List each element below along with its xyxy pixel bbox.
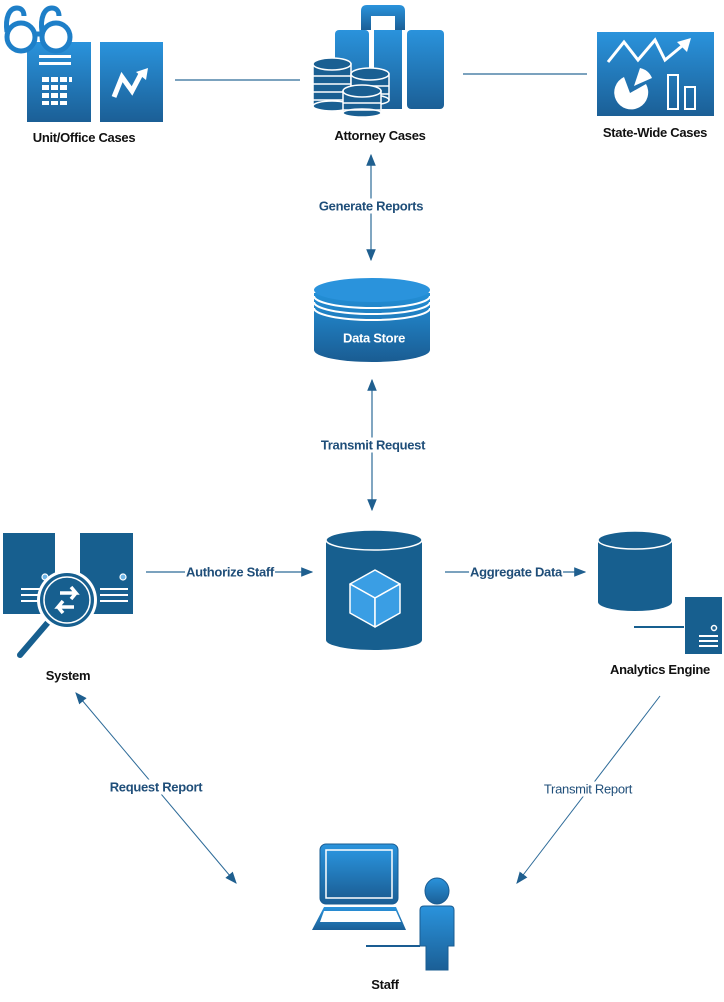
analytics-engine-icon[interactable] <box>597 530 722 654</box>
attorney-cases-icon[interactable] <box>312 5 444 118</box>
trend-line-icon <box>606 37 683 63</box>
data-store-label: Data Store <box>342 330 406 346</box>
authorize-staff-label: Authorize Staff <box>185 564 275 580</box>
search-exchange-icon <box>17 570 97 658</box>
pie-chart-icon <box>614 77 649 110</box>
calculator-icon <box>27 42 91 122</box>
system-icon[interactable] <box>3 533 133 658</box>
trend-chart-icon <box>100 42 163 122</box>
generate-reports-label: Generate Reports <box>317 198 425 214</box>
aggregate-data-label: Aggregate Data <box>469 564 563 580</box>
state-wide-cases-icon[interactable] <box>597 32 714 116</box>
glasses-icon <box>4 5 73 54</box>
person-icon <box>419 877 455 971</box>
bar-chart-icon <box>667 74 679 110</box>
transmit-request-label: Transmit Request <box>319 437 427 453</box>
request-report-label: Request Report <box>108 779 204 795</box>
data-store-icon[interactable] <box>313 278 431 362</box>
transmit-report-label: Transmit Report <box>542 781 634 797</box>
unit-office-cases-label: Unit/Office Cases <box>32 130 136 145</box>
system-label: System <box>45 668 91 683</box>
cube-icon <box>349 569 401 628</box>
coins-icon <box>312 57 390 118</box>
laptop-icon <box>312 843 406 930</box>
unit-office-cases-icon[interactable] <box>4 5 163 122</box>
staff-icon[interactable] <box>312 843 455 971</box>
central-repository-icon[interactable] <box>325 529 423 650</box>
state-wide-cases-label: State-Wide Cases <box>602 125 708 140</box>
staff-label: Staff <box>371 977 399 992</box>
analytics-engine-label: Analytics Engine <box>610 662 710 677</box>
attorney-cases-label: Attorney Cases <box>334 128 426 143</box>
